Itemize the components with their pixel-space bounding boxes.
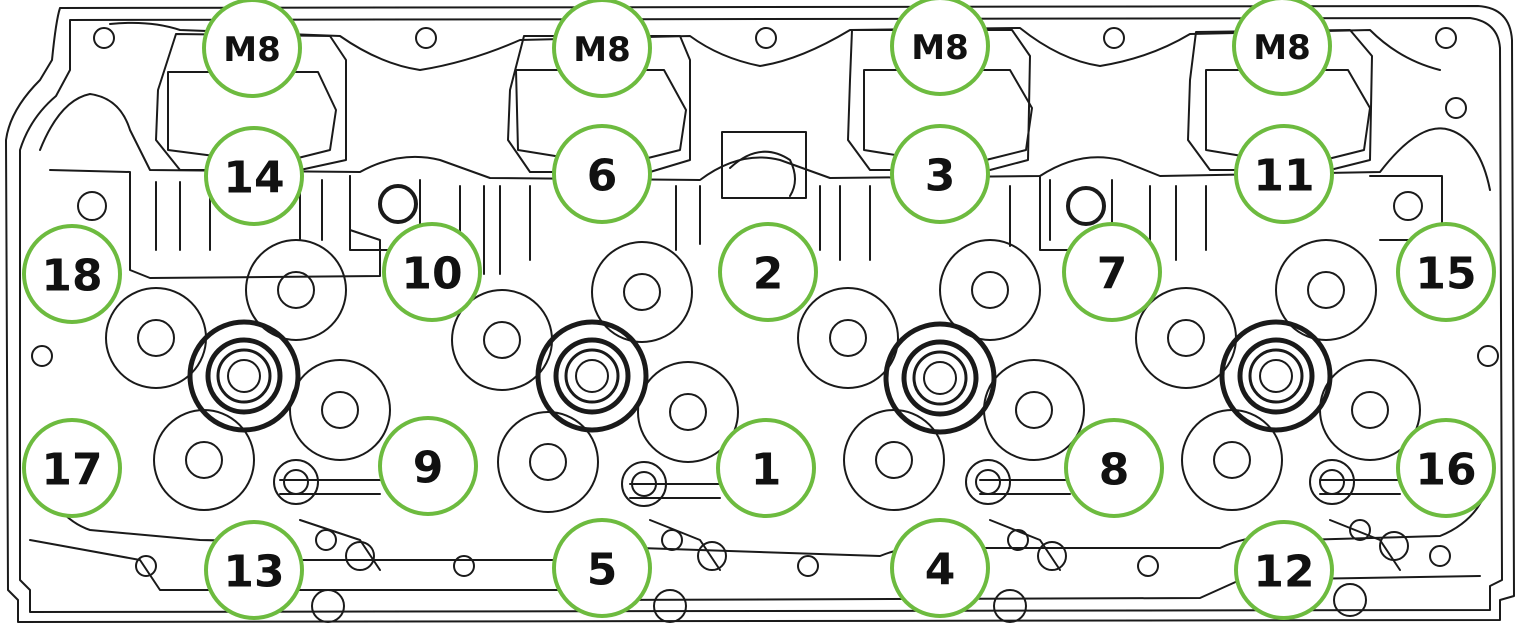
- torque-badge-bolt-14: 14: [204, 126, 304, 226]
- badge-ring: [718, 222, 818, 322]
- torque-badge-bolt-8: 8: [1064, 418, 1164, 518]
- torque-badge-m8-2: M8: [552, 0, 652, 98]
- badge-label: 4: [925, 545, 956, 596]
- badge-label: 9: [413, 443, 444, 494]
- torque-badge-bolt-15: 15: [1396, 222, 1496, 322]
- badge-label: 2: [753, 249, 784, 300]
- badge-ring: [22, 224, 122, 324]
- torque-badge-bolt-7: 7: [1062, 222, 1162, 322]
- badge-ring: [1396, 222, 1496, 322]
- badge-label: 13: [223, 547, 284, 598]
- badge-ring: [716, 418, 816, 518]
- injector-bore-4: [1219, 319, 1333, 433]
- torque-badge-bolt-6: 6: [552, 124, 652, 224]
- badge-label: 11: [1253, 151, 1314, 202]
- torque-badge-bolt-11: 11: [1234, 124, 1334, 224]
- injector-bore-2: [535, 319, 649, 433]
- torque-badge-bolt-18: 18: [22, 224, 122, 324]
- torque-badge-m8-1: M8: [202, 0, 302, 98]
- torque-badge-bolt-13: 13: [204, 520, 304, 620]
- badge-ring: [1064, 418, 1164, 518]
- badge-label: M8: [1253, 28, 1311, 68]
- torque-badge-bolt-12: 12: [1234, 520, 1334, 620]
- badge-ring: [204, 126, 304, 226]
- torque-badge-bolt-16: 16: [1396, 418, 1496, 518]
- badge-ring: [1396, 418, 1496, 518]
- torque-badge-bolt-4: 4: [890, 518, 990, 618]
- badge-ring: [1234, 520, 1334, 620]
- torque-badge-bolt-2: 2: [718, 222, 818, 322]
- badge-label: 10: [401, 249, 462, 300]
- badge-ring: [22, 418, 122, 518]
- badge-ring: [552, 0, 652, 98]
- badge-ring: [204, 520, 304, 620]
- torque-badge-bolt-3: 3: [890, 124, 990, 224]
- badge-ring: [202, 0, 302, 98]
- badge-label: M8: [223, 30, 281, 70]
- badge-ring: [890, 0, 990, 96]
- badge-ring: [890, 518, 990, 618]
- badge-label: M8: [573, 30, 631, 70]
- badge-label: 1: [751, 445, 782, 496]
- injector-bore-3: [883, 321, 997, 435]
- badge-ring: [382, 222, 482, 322]
- badge-label: M8: [911, 28, 969, 68]
- badge-label: 14: [223, 153, 284, 204]
- badge-ring: [1062, 222, 1162, 322]
- badge-ring: [1232, 0, 1332, 96]
- badge-ring: [1234, 124, 1334, 224]
- torque-badge-bolt-1: 1: [716, 418, 816, 518]
- badge-label: 8: [1099, 445, 1130, 496]
- torque-badge-m8-3: M8: [890, 0, 990, 96]
- torque-badge-bolt-9: 9: [378, 416, 478, 516]
- torque-badge-m8-4: M8: [1232, 0, 1332, 96]
- torque-badge-bolt-10: 10: [382, 222, 482, 322]
- badge-label: 15: [1415, 249, 1476, 300]
- badge-label: 12: [1253, 547, 1314, 598]
- badge-ring: [890, 124, 990, 224]
- badge-label: 7: [1097, 249, 1128, 300]
- badge-label: 6: [587, 151, 618, 202]
- badge-label: 17: [41, 445, 102, 496]
- badge-label: 3: [925, 151, 956, 202]
- badge-ring: [378, 416, 478, 516]
- torque-badge-bolt-17: 17: [22, 418, 122, 518]
- torque-badge-bolt-5: 5: [552, 518, 652, 618]
- injector-bore-1: [187, 319, 301, 433]
- badge-label: 5: [587, 545, 618, 596]
- badge-label: 18: [41, 251, 102, 302]
- badge-ring: [552, 518, 652, 618]
- badge-ring: [552, 124, 652, 224]
- badge-label: 16: [1415, 445, 1476, 496]
